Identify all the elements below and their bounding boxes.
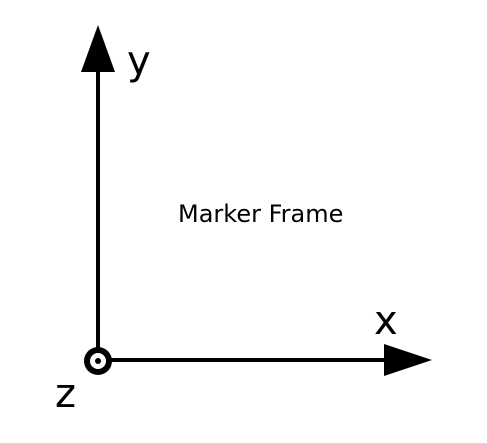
x-axis-arrowhead bbox=[384, 344, 432, 376]
z-axis-symbol-dot bbox=[95, 358, 101, 364]
x-axis-label: x bbox=[374, 298, 398, 344]
y-axis-arrowhead bbox=[81, 25, 115, 72]
frame-title: Marker Frame bbox=[178, 200, 343, 228]
y-axis-label: y bbox=[127, 38, 151, 84]
z-axis-label: z bbox=[55, 371, 76, 417]
